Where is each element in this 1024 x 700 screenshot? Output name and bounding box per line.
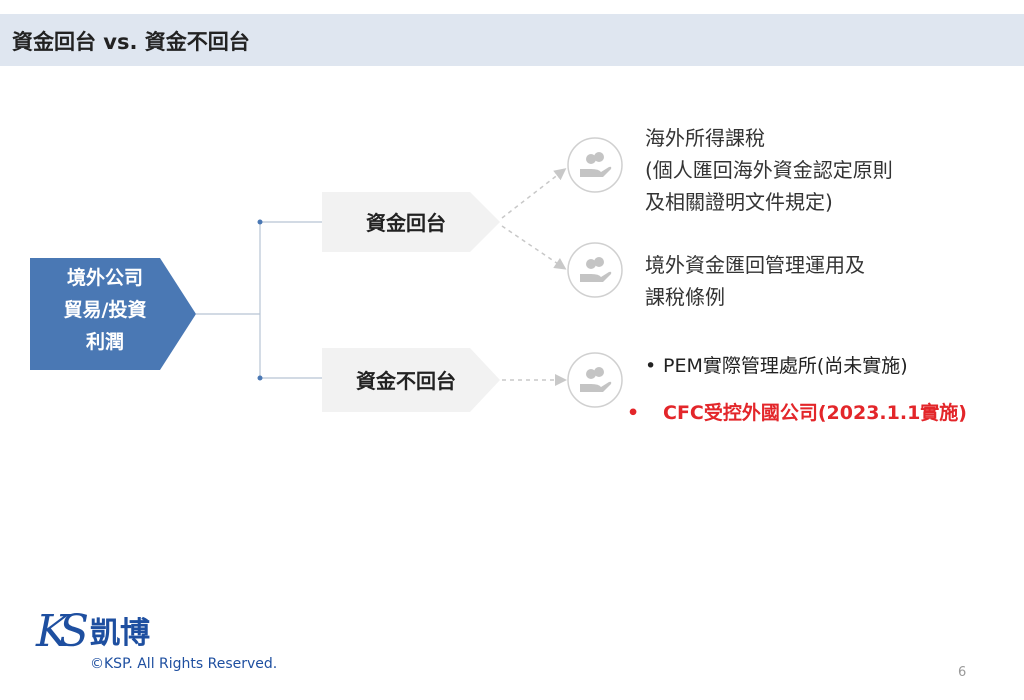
bullet-dot: • (645, 355, 657, 377)
bullet-cfc: • CFC受控外國公司(2023.1.1實施) (627, 390, 993, 436)
branch-label-repatriate: 資金回台 (366, 211, 446, 235)
slide-title: 資金回台 vs. 資金不回台 (12, 30, 250, 54)
outcome-overseas-income-tax: 海外所得課稅 (個人匯回海外資金認定原則 及相關證明文件規定) (645, 122, 893, 218)
outcome-repatriation-act: 境外資金匯回管理運用及 課稅條例 (645, 249, 865, 313)
outcome-line: 及相關證明文件規定) (645, 190, 833, 214)
outcome-line: 境外資金匯回管理運用及 (645, 253, 865, 277)
source-box (30, 258, 196, 370)
logo-name: 凱博 (90, 616, 150, 651)
source-line: 貿易/投資 (63, 299, 147, 321)
outcome-line: (個人匯回海外資金認定原則 (645, 158, 893, 182)
slide-header: 資金回台 vs. 資金不回台 (0, 14, 1024, 66)
source-label: 境外公司 貿易/投資 利潤 (30, 262, 180, 358)
outcome-line: 海外所得課稅 (645, 126, 765, 150)
bullet-text: CFC受控外國公司(2023.1.1實施) (663, 402, 967, 424)
coins-hand-icon (567, 242, 623, 298)
bullet-pem: • PEM實際管理處所(尚未實施) (645, 343, 1005, 389)
coins-hand-icon (567, 352, 623, 408)
bullet-dot: • (627, 402, 640, 424)
source-line: 利潤 (85, 331, 124, 353)
branch-box-repatriate (322, 192, 500, 252)
source-line: 境外公司 (66, 267, 143, 289)
copyright-text: ©KSP. All Rights Reserved. (90, 656, 278, 672)
page-number: 6 (958, 665, 967, 680)
branch-label-not-repatriate: 資金不回台 (356, 369, 456, 393)
coins-hand-icon (567, 137, 623, 193)
logo-mark: KS (36, 606, 89, 657)
branch-box-not-repatriate (322, 348, 500, 412)
bullet-text: PEM實際管理處所(尚未實施) (663, 355, 908, 377)
outcome-line: 課稅條例 (645, 285, 725, 309)
